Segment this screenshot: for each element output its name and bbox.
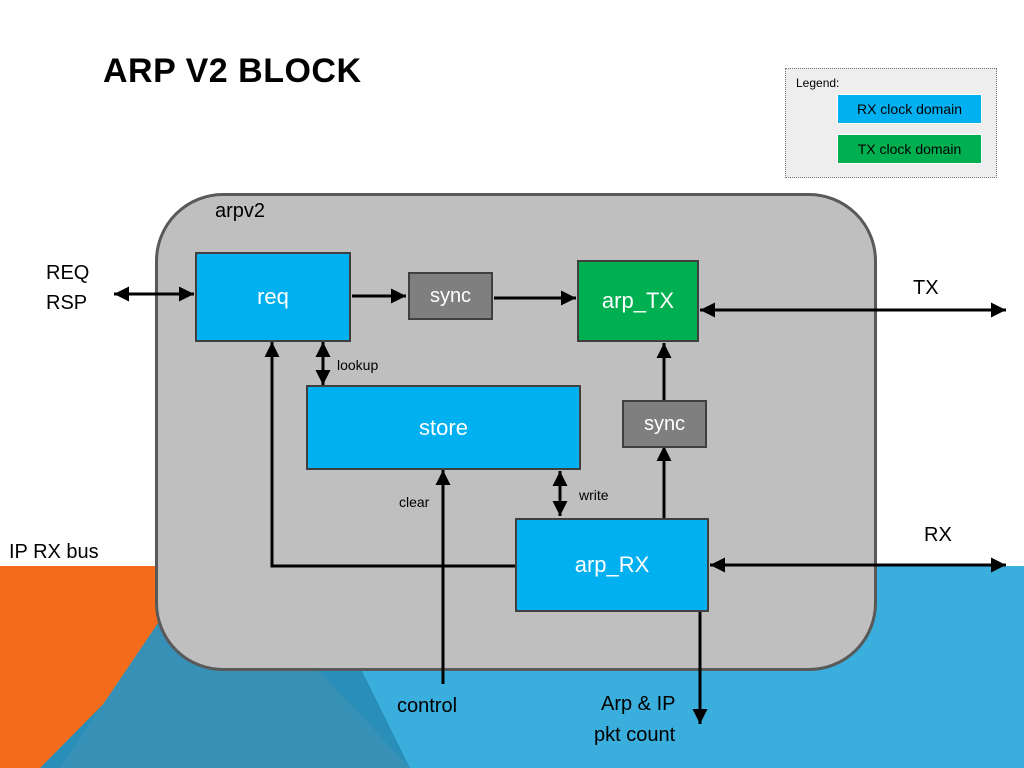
sync-block-top: sync	[408, 272, 493, 320]
legend-rx-clock-domain: RX clock domain	[837, 94, 982, 124]
pkt-count-label-line1: Arp & IP	[601, 693, 676, 715]
arp-rx-block: arp_RX	[515, 518, 709, 612]
arprx-to-req-arrow	[264, 342, 516, 568]
mid-blue-background-shape	[60, 620, 410, 768]
legend-title: Legend:	[796, 76, 840, 90]
sync-block-right: sync	[622, 400, 707, 448]
req-label: REQ	[46, 262, 90, 284]
arpv2-container-label: arpv2	[215, 200, 266, 222]
req-block: req	[195, 252, 351, 342]
write-label: write	[579, 487, 609, 503]
legend-box: Legend: RX clock domain TX clock domain	[785, 68, 997, 178]
store-block: store	[306, 385, 581, 470]
rx-label: RX	[924, 524, 952, 546]
rsp-label: RSP	[46, 292, 88, 314]
ip-rx-bus-label: IP RX bus	[9, 541, 99, 563]
pkt-count-label-line2: pkt count	[594, 724, 676, 746]
legend-tx-clock-domain: TX clock domain	[837, 134, 982, 164]
control-label: control	[397, 695, 458, 717]
lookup-label: lookup	[337, 357, 379, 373]
arp-tx-block: arp_TX	[577, 260, 699, 342]
tx-label: TX	[913, 277, 939, 299]
clear-label: clear	[399, 494, 430, 510]
slide-title: ARP V2 BLOCK	[103, 52, 362, 90]
